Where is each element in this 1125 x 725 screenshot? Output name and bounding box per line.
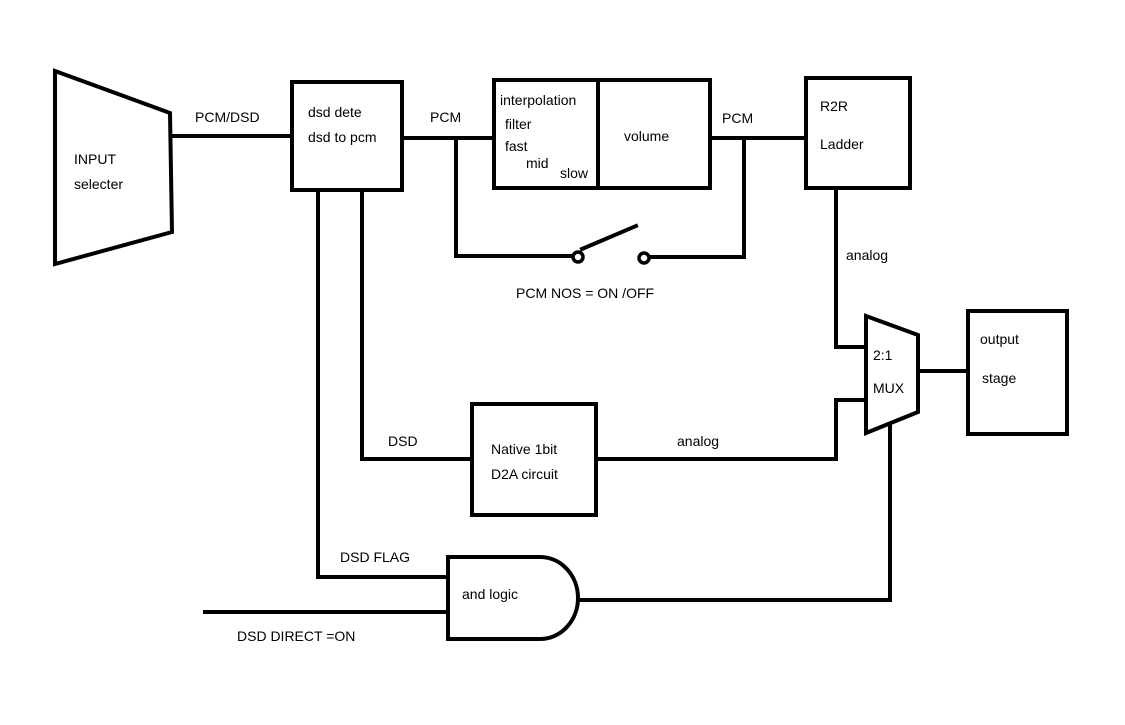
output-stage-line1: output bbox=[980, 331, 1019, 347]
interpolation-filter-box bbox=[492, 78, 600, 190]
dsd-detect-line1: dsd dete bbox=[308, 104, 362, 120]
r2r-ladder-block: R2R Ladder bbox=[804, 76, 912, 190]
mux-line1: 2:1 bbox=[873, 347, 893, 363]
volume-label: volume bbox=[624, 128, 669, 144]
output-stage-box bbox=[966, 309, 1069, 436]
wire-dsd-path bbox=[360, 188, 474, 461]
interpolation-filter-block: interpolation filter fast mid slow bbox=[492, 78, 600, 190]
r2r-ladder-box bbox=[804, 76, 912, 190]
wire-native-to-mux bbox=[594, 398, 868, 461]
dsd-detect-block: dsd dete dsd to pcm bbox=[290, 80, 404, 192]
label-pcm-after-detect: PCM bbox=[430, 109, 461, 125]
and-gate-shape bbox=[446, 555, 580, 641]
native-dac-line2: D2A circuit bbox=[491, 466, 558, 482]
wires bbox=[168, 134, 970, 614]
switch-arm bbox=[579, 223, 639, 252]
label-pcm-dsd: PCM/DSD bbox=[195, 109, 260, 125]
label-dsd-flag: DSD FLAG bbox=[340, 549, 410, 565]
signal-labels: PCM/DSD PCM PCM analog PCM NOS = ON /OFF… bbox=[195, 109, 888, 644]
label-nos-switch: PCM NOS = ON /OFF bbox=[516, 285, 654, 301]
switch-contact-right bbox=[637, 251, 651, 265]
wire-dsd-flag bbox=[316, 188, 450, 579]
dsd-detect-line2: dsd to pcm bbox=[308, 129, 376, 145]
r2r-line2: Ladder bbox=[820, 136, 864, 152]
output-stage-line2: stage bbox=[982, 370, 1016, 386]
wire-nos-bypass-right bbox=[645, 136, 746, 259]
label-analog-r2r: analog bbox=[846, 247, 888, 263]
wire-r2r-to-mux bbox=[834, 188, 868, 349]
volume-box bbox=[596, 78, 712, 190]
mux-line2: MUX bbox=[873, 380, 905, 396]
and-gate-block: and logic bbox=[446, 555, 580, 641]
output-stage-block: output stage bbox=[966, 309, 1069, 436]
input-selector-line2: selecter bbox=[74, 176, 123, 192]
mux-block: 2:1 MUX bbox=[864, 313, 920, 436]
wire-and-to-mux-select bbox=[574, 422, 892, 602]
switch-contact-left bbox=[571, 250, 585, 264]
filter-option-slow: slow bbox=[560, 165, 589, 181]
dsd-detect-box bbox=[290, 80, 404, 192]
interpolation-title: interpolation bbox=[500, 92, 576, 108]
native-dac-line1: Native 1bit bbox=[491, 441, 557, 457]
input-selector-block: INPUT selecter bbox=[53, 68, 175, 267]
label-dsd: DSD bbox=[388, 433, 418, 449]
input-selector-line1: INPUT bbox=[74, 151, 116, 167]
native-dac-box bbox=[470, 402, 598, 517]
r2r-line1: R2R bbox=[820, 98, 848, 114]
volume-block: volume bbox=[596, 78, 712, 190]
native-dac-block: Native 1bit D2A circuit bbox=[470, 402, 598, 517]
filter-option-fast: fast bbox=[505, 138, 528, 154]
wire-nos-bypass-left bbox=[454, 136, 576, 258]
label-pcm-after-volume: PCM bbox=[722, 110, 753, 126]
and-gate-label: and logic bbox=[462, 586, 518, 602]
filter-option-mid: mid bbox=[526, 155, 549, 171]
label-dsd-direct: DSD DIRECT =ON bbox=[237, 628, 355, 644]
mux-shape bbox=[864, 313, 920, 436]
label-analog-native: analog bbox=[677, 433, 719, 449]
interpolation-subtitle: filter bbox=[505, 116, 532, 132]
input-selector-shape bbox=[53, 68, 175, 267]
nos-switch bbox=[571, 223, 651, 265]
